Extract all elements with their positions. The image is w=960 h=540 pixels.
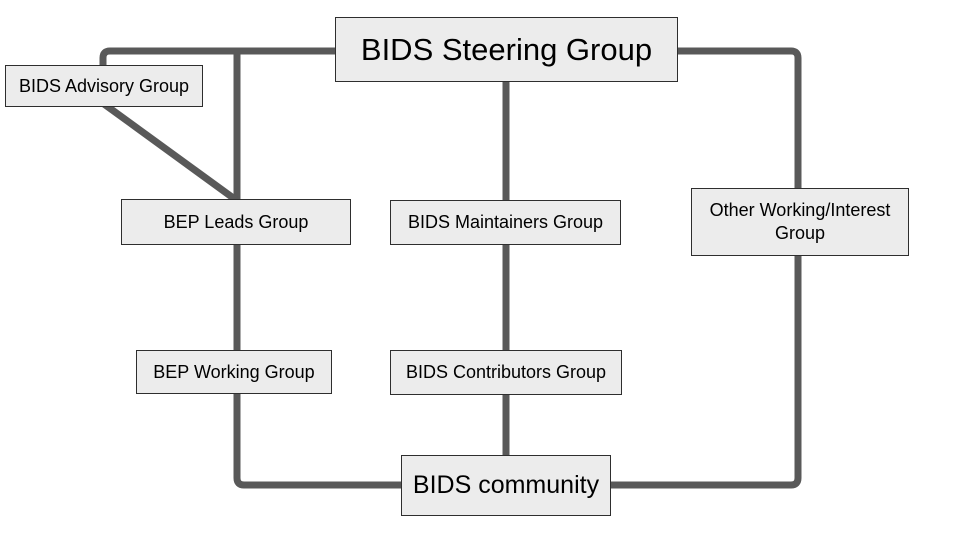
node-bids-contributors-group-label: BIDS Contributors Group (405, 362, 607, 382)
node-bids-steering-group-label: BIDS Steering Group (360, 32, 653, 67)
node-bids-community: BIDS community (401, 455, 611, 516)
node-bep-leads-group-label: BEP Leads Group (163, 211, 309, 232)
node-other-working-interest-group-label: Other Working/Interest Group (709, 200, 891, 243)
node-bep-working-group: BEP Working Group (136, 350, 332, 394)
node-bids-steering-group: BIDS Steering Group (335, 17, 678, 82)
connector-steering-advisory (99, 47, 335, 66)
node-bids-maintainers-group: BIDS Maintainers Group (390, 200, 621, 245)
node-bids-community-label: BIDS community (412, 471, 600, 499)
node-other-working-interest-group: Other Working/Interest Group (691, 188, 909, 256)
connector-other-community (611, 256, 802, 489)
node-bids-maintainers-group-label: BIDS Maintainers Group (407, 212, 604, 232)
node-bids-contributors-group: BIDS Contributors Group (390, 350, 622, 395)
node-bep-working-group-label: BEP Working Group (153, 361, 315, 382)
connector-steering-other (678, 47, 802, 188)
connector-advisory-bep-leads (101, 101, 239, 203)
node-bids-advisory-group-label: BIDS Advisory Group (18, 75, 190, 96)
node-bids-advisory-group: BIDS Advisory Group (5, 65, 203, 107)
node-bep-leads-group: BEP Leads Group (121, 199, 351, 245)
connector-bep-working-community (233, 394, 401, 489)
